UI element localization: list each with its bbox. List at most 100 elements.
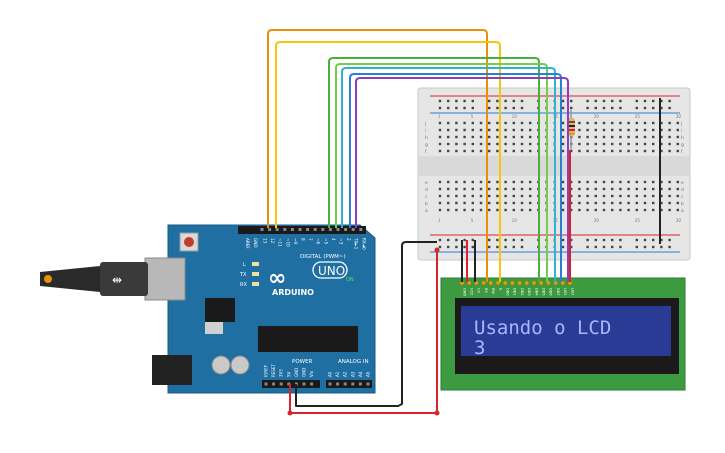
breadboard-hole[interactable]	[586, 121, 589, 125]
breadboard-hole[interactable]	[619, 142, 622, 146]
rail-hole[interactable]	[635, 238, 638, 242]
breadboard-hole[interactable]	[652, 180, 655, 184]
breadboard-hole[interactable]	[619, 128, 622, 132]
breadboard-hole[interactable]	[570, 194, 573, 198]
breadboard-hole[interactable]	[438, 149, 442, 153]
rail-hole[interactable]	[660, 238, 663, 242]
breadboard-hole[interactable]	[668, 149, 671, 153]
breadboard-hole[interactable]	[455, 187, 458, 191]
breadboard-hole[interactable]	[479, 187, 483, 191]
breadboard-hole[interactable]	[676, 142, 679, 146]
breadboard-hole[interactable]	[627, 194, 630, 198]
breadboard-hole[interactable]	[635, 194, 638, 198]
rail-hole[interactable]	[660, 99, 663, 103]
rail-hole[interactable]	[496, 99, 499, 103]
breadboard-hole[interactable]	[643, 142, 647, 146]
breadboard-hole[interactable]	[488, 142, 491, 146]
rail-hole[interactable]	[643, 238, 647, 242]
rail-hole[interactable]	[619, 99, 622, 103]
breadboard-hole[interactable]	[635, 142, 638, 146]
breadboard-hole[interactable]	[602, 149, 606, 153]
digital-pin-hole[interactable]	[306, 228, 310, 231]
digital-pin-hole[interactable]	[336, 228, 340, 231]
rail-hole[interactable]	[602, 106, 606, 110]
breadboard-hole[interactable]	[471, 194, 474, 198]
breadboard-hole[interactable]	[676, 194, 679, 198]
breadboard-hole[interactable]	[611, 201, 614, 205]
digital-pin-hole[interactable]	[283, 228, 287, 231]
rail-hole[interactable]	[488, 238, 491, 242]
rail-hole[interactable]	[570, 99, 573, 103]
rail-hole[interactable]	[504, 245, 507, 249]
digital-pin-hole[interactable]	[275, 228, 279, 231]
breadboard-hole[interactable]	[529, 149, 532, 153]
rail-hole[interactable]	[586, 99, 589, 103]
rail-hole[interactable]	[496, 238, 499, 242]
breadboard-hole[interactable]	[447, 201, 450, 205]
digital-pin-hole[interactable]	[290, 228, 294, 231]
breadboard-hole[interactable]	[455, 121, 458, 125]
breadboard-hole[interactable]	[471, 208, 474, 212]
breadboard-hole[interactable]	[602, 187, 606, 191]
breadboard-hole[interactable]	[520, 201, 524, 205]
breadboard-hole[interactable]	[463, 121, 466, 125]
lcd-pin[interactable]	[466, 280, 472, 286]
rail-hole[interactable]	[447, 238, 450, 242]
rail-hole[interactable]	[668, 245, 671, 249]
rail-hole[interactable]	[652, 99, 655, 103]
breadboard-hole[interactable]	[619, 149, 622, 153]
breadboard-hole[interactable]	[447, 121, 450, 125]
breadboard-hole[interactable]	[471, 149, 474, 153]
rail-hole[interactable]	[594, 106, 597, 110]
breadboard-hole[interactable]	[529, 135, 532, 139]
lcd-pin[interactable]	[509, 280, 515, 286]
breadboard-hole[interactable]	[520, 180, 524, 184]
breadboard-hole[interactable]	[627, 135, 630, 139]
breadboard-hole[interactable]	[602, 135, 606, 139]
breadboard-hole[interactable]	[447, 180, 450, 184]
breadboard-hole[interactable]	[512, 121, 515, 125]
breadboard-hole[interactable]	[652, 149, 655, 153]
breadboard-hole[interactable]	[463, 201, 466, 205]
breadboard-hole[interactable]	[627, 201, 630, 205]
breadboard-hole[interactable]	[496, 194, 499, 198]
breadboard-hole[interactable]	[594, 149, 597, 153]
breadboard-hole[interactable]	[619, 121, 622, 125]
breadboard-hole[interactable]	[512, 128, 515, 132]
breadboard-hole[interactable]	[570, 149, 573, 153]
breadboard-hole[interactable]	[586, 142, 589, 146]
breadboard-hole[interactable]	[529, 194, 532, 198]
breadboard-hole[interactable]	[611, 128, 614, 132]
breadboard-hole[interactable]	[635, 135, 638, 139]
rail-hole[interactable]	[619, 106, 622, 110]
breadboard-hole[interactable]	[529, 180, 532, 184]
breadboard-hole[interactable]	[668, 201, 671, 205]
rail-hole[interactable]	[463, 99, 466, 103]
breadboard-hole[interactable]	[643, 180, 647, 184]
breadboard-hole[interactable]	[619, 187, 622, 191]
breadboard-hole[interactable]	[668, 180, 671, 184]
breadboard-hole[interactable]	[635, 128, 638, 132]
breadboard-hole[interactable]	[668, 142, 671, 146]
rail-hole[interactable]	[611, 245, 614, 249]
breadboard-hole[interactable]	[479, 201, 483, 205]
breadboard-hole[interactable]	[594, 194, 597, 198]
rail-hole[interactable]	[619, 238, 622, 242]
rail-hole[interactable]	[447, 99, 450, 103]
rail-hole[interactable]	[520, 238, 524, 242]
rail-hole[interactable]	[652, 245, 655, 249]
power-pin-hole[interactable]	[310, 382, 314, 386]
rail-hole[interactable]	[520, 99, 524, 103]
breadboard-hole[interactable]	[479, 149, 483, 153]
rail-hole[interactable]	[455, 245, 458, 249]
rail-hole[interactable]	[602, 99, 606, 103]
breadboard-hole[interactable]	[447, 149, 450, 153]
breadboard-hole[interactable]	[504, 208, 507, 212]
breadboard-hole[interactable]	[635, 187, 638, 191]
breadboard-hole[interactable]	[479, 208, 483, 212]
breadboard-hole[interactable]	[488, 180, 491, 184]
rail-hole[interactable]	[570, 238, 573, 242]
rail-hole[interactable]	[463, 238, 466, 242]
breadboard-hole[interactable]	[438, 194, 442, 198]
breadboard-hole[interactable]	[504, 187, 507, 191]
